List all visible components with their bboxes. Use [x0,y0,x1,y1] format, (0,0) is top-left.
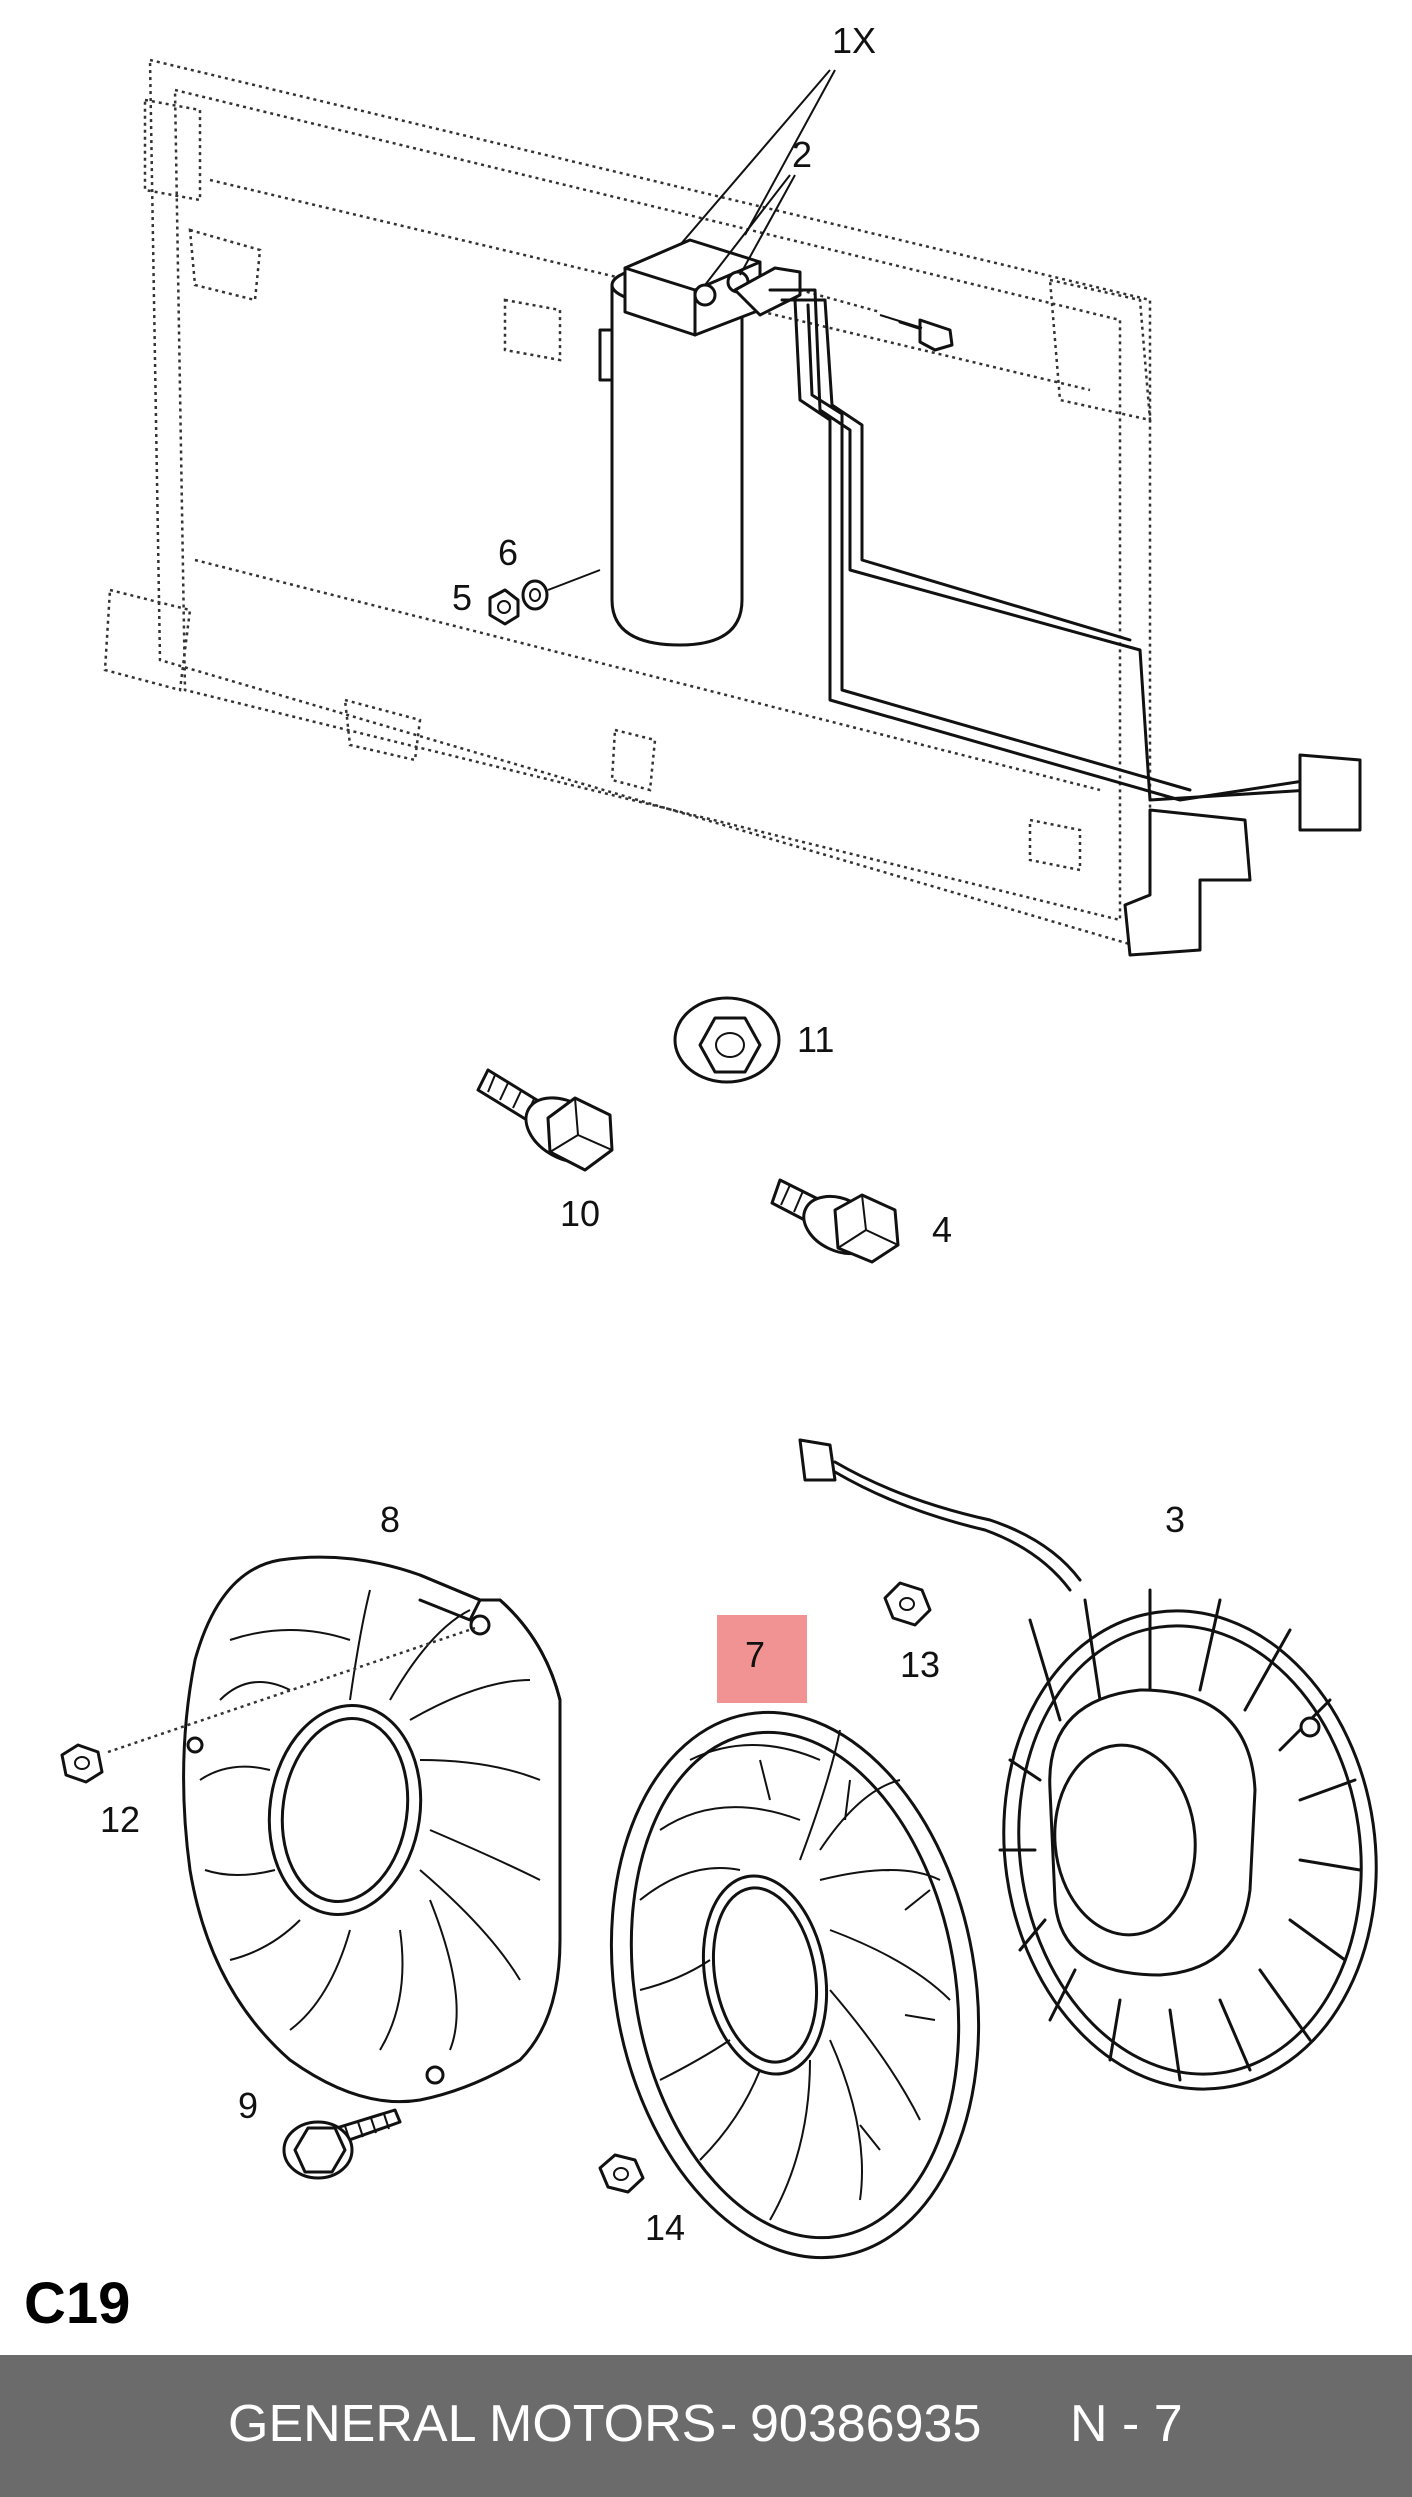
section-code: C19 [24,2271,130,2336]
callout-1x: 1X [832,20,876,61]
callout-2: 2 [792,134,812,175]
fan-motor-3 [798,1438,1378,2091]
callout-4: 4 [932,1209,952,1250]
callout-11: 11 [797,1019,834,1060]
footer-ref-code: N - 7 [1070,2395,1183,2453]
fan-shroud-8 [182,1555,562,2104]
fan-guard-7 [609,1710,981,2260]
drier-bracket [733,266,954,352]
refrigerant-pipes [768,288,1362,957]
screw-9 [282,2108,402,2180]
bolt-4 [770,1178,900,1264]
highlight-box-part-7 [717,1615,807,1703]
callout-9: 9 [238,2085,258,2126]
callout-6: 6 [498,532,518,573]
nut-5 [488,588,520,626]
receiver-drier [598,238,762,647]
condenser-frame [103,58,1152,952]
leader-lines [679,69,836,286]
nut-13 [883,1581,932,1627]
footer-part-number: 90386935 [750,2395,982,2453]
callout-7: 7 [745,1634,765,1675]
footer-bar: GENERAL MOTORS - 90386935 N - 7 [0,2355,1412,2497]
callout-5: 5 [452,577,472,618]
washer-6 [521,569,601,611]
callout-14: 14 [645,2207,685,2248]
nut-14 [598,2153,645,2194]
callout-12: 12 [100,1799,140,1840]
flange-nut-11 [673,996,781,1084]
footer-manufacturer: GENERAL MOTORS [228,2395,717,2453]
callout-13: 13 [900,1644,940,1685]
callout-3: 3 [1165,1499,1185,1540]
bolt-10 [476,1068,614,1172]
callout-8: 8 [380,1499,400,1540]
footer-separator: - [720,2395,738,2453]
callout-10: 10 [560,1193,600,1234]
nut-12 [60,1626,476,1784]
callout-labels: 1X 2 3 4 5 6 7 8 9 10 11 12 13 14 C19 [24,20,1185,2336]
